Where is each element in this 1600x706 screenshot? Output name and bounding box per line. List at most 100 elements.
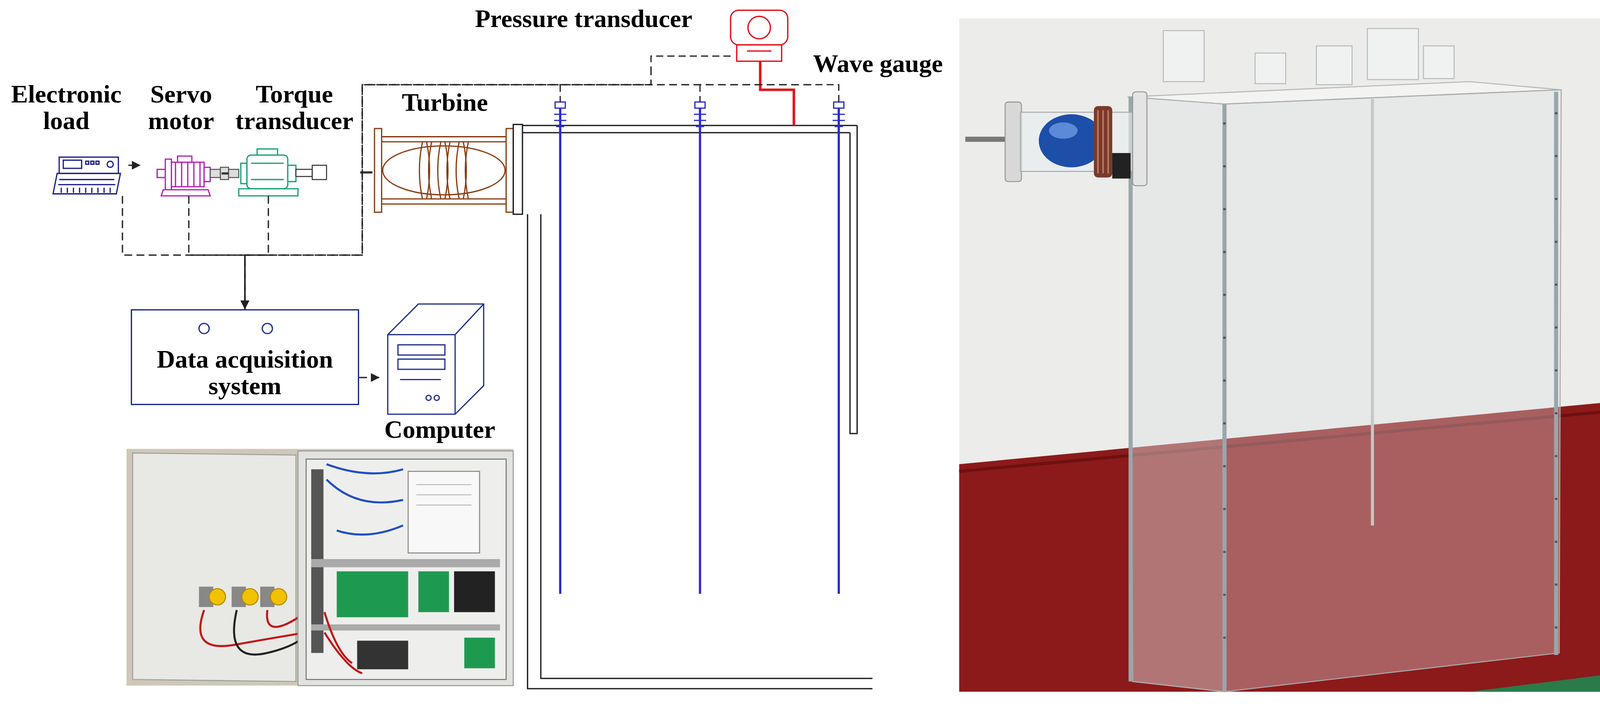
prototype-photo-part: [1224, 89, 1562, 692]
pressure-transducer-icon-part: [747, 50, 772, 52]
node-label: Servo motor: [143, 81, 220, 135]
wave-gauge-icon-part: [698, 108, 701, 594]
device-label-box: Servo motor: [140, 79, 222, 196]
shaft-coupling-part: [295, 169, 313, 177]
pressure-transducer-icon: [730, 10, 794, 126]
control-box-photo-part: [200, 609, 306, 646]
prototype-photo-part: [1316, 45, 1353, 85]
device-label-box: Electronic load: [4, 79, 129, 196]
prototype-photo-part: [1005, 101, 1022, 182]
control-box-photo-part: [454, 570, 496, 612]
torque-transducer-icon-part: [241, 163, 248, 184]
device-label-box: Pressure transducer: [471, 2, 792, 68]
prototype-photo: [959, 18, 1600, 692]
chamber-wall-part: [513, 124, 523, 215]
node-label: Pressure transducer: [475, 5, 693, 33]
signal-line: [188, 195, 245, 310]
prototype-photo-part: [1423, 45, 1454, 79]
turbine-icon-part: [381, 136, 507, 204]
indicator-lamp-part: [262, 323, 273, 334]
torque-transducer-icon-part: [257, 149, 278, 156]
shaft-line: [221, 172, 229, 175]
wave-gauge-icon-part: [837, 108, 840, 594]
chamber-wall: [513, 124, 873, 689]
indicator-lamp: [199, 323, 273, 334]
shaft-coupling-part: [228, 169, 239, 178]
control-box-photo-part: [464, 637, 495, 668]
prototype-photo-part: [1097, 110, 1108, 174]
turbine-icon-part: [506, 128, 513, 213]
prototype-photo-part: [1112, 152, 1131, 179]
control-box-photo-part: [305, 458, 507, 680]
node-label: Data acquisition system: [151, 346, 339, 400]
computer-icon-part: [387, 303, 484, 415]
electronic-load-icon-part: [53, 173, 121, 194]
wave-gauge-icon-part: [559, 108, 562, 594]
control-box-photo-part: [298, 450, 514, 686]
prototype-photo-part: [1163, 30, 1205, 82]
prototype-photo-part: [1367, 28, 1419, 80]
shaft-coupling-part: [220, 167, 229, 180]
electronic-load-icon-part: [61, 187, 110, 193]
control-box-photo-part: [241, 588, 259, 605]
prototype-photo-part: [1370, 98, 1374, 526]
computer-icon-part: [425, 395, 432, 401]
electronic-load-icon-part: [107, 161, 114, 168]
electronic-load-icon-part: [57, 179, 116, 185]
electronic-load-icon-part: [85, 161, 99, 165]
servo-motor-icon-part: [157, 169, 166, 178]
node-label: Turbine: [401, 89, 489, 116]
electronic-load-icon-part: [63, 159, 82, 169]
prototype-photo-part: [1224, 112, 1556, 673]
control-box-photo-part: [209, 588, 226, 605]
control-box-photo-part: [356, 640, 408, 670]
device-label-box: Computer: [379, 300, 500, 444]
chamber-wall-part: [522, 125, 858, 133]
shaft-coupling: [210, 167, 239, 180]
signal-line: [244, 195, 269, 310]
turbine-icon: [374, 128, 513, 213]
signal-line: [122, 195, 245, 310]
computer-icon-part: [397, 344, 446, 355]
electronic-load-icon-part: [59, 156, 119, 174]
signal-arrow: [128, 164, 141, 167]
pressure-transducer-icon-part: [736, 44, 782, 62]
indicator-lamp-part: [199, 323, 210, 334]
computer-icon-part: [397, 359, 446, 370]
turbine-icon-part: [419, 141, 469, 199]
shaft-coupling-part: [312, 165, 327, 180]
control-box-photo-part: [132, 452, 296, 682]
torque-transducer-icon-part: [238, 188, 299, 196]
computer-icon-part: [387, 303, 484, 415]
control-box-photo-part: [416, 484, 472, 505]
electronic-load-icon: [53, 156, 121, 194]
device-label-box: Turbine: [372, 87, 518, 215]
prototype-photo-part: [1130, 91, 1556, 692]
control-box-photo-part: [126, 448, 513, 686]
turbine-icon-part: [374, 128, 382, 213]
pressure-transducer-icon-part: [747, 16, 771, 39]
prototype-photo-part: [959, 18, 1600, 692]
torque-transducer-icon: [238, 149, 299, 197]
control-box-photo-part: [326, 464, 404, 535]
signal-wire-part: [651, 56, 731, 68]
node-label: Wave gauge: [812, 50, 943, 78]
device-label-box: Torque transducer: [228, 79, 361, 196]
control-box-photo-part: [270, 588, 287, 605]
control-box-photo-part: [311, 558, 500, 568]
prototype-photo-part: [1132, 91, 1148, 186]
node-label: Torque transducer: [230, 81, 358, 135]
prototype-photo-part: [965, 136, 1011, 143]
torque-transducer-icon-part: [247, 155, 289, 189]
computer-icon-part: [400, 378, 442, 381]
wave-gauge-icon-part: [555, 101, 566, 109]
shaft-coupling: [295, 165, 327, 180]
prototype-photo-part: [1469, 675, 1600, 692]
computer-icon-part: [434, 395, 440, 401]
prototype-photo-part: [1093, 105, 1113, 178]
wave-gauge-icon-part: [694, 101, 705, 109]
device-label-box: Wave gauge: [811, 48, 955, 131]
control-box-photo-part: [311, 624, 500, 631]
signal-wire-part: [560, 84, 839, 102]
signal-wire: [560, 56, 839, 102]
